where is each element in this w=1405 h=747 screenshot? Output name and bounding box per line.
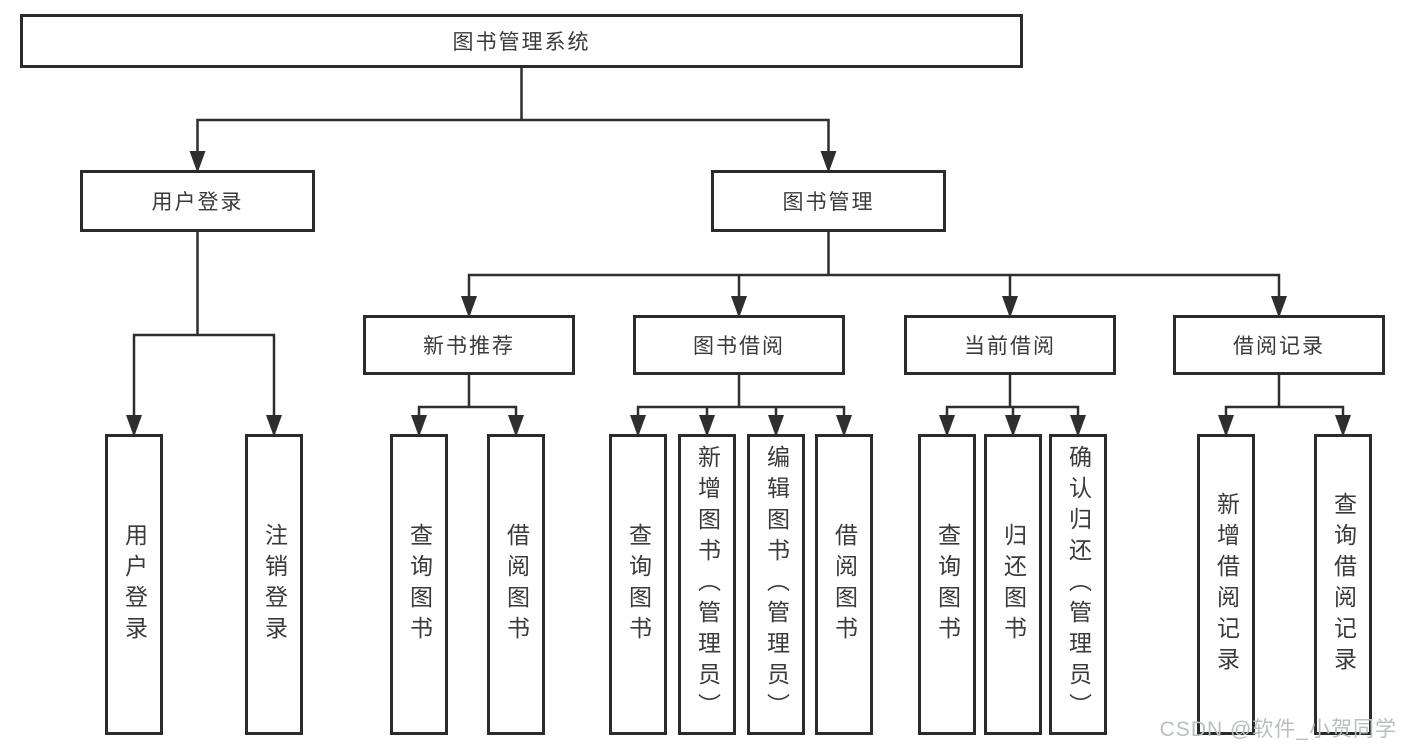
- node-leaf-rec-borrow: 借阅图书: [487, 434, 545, 735]
- node-label-book-mgmt: 图书管理: [782, 191, 875, 214]
- node-leaf-logout: 注销登录: [245, 434, 303, 735]
- node-leaf-user-login: 用户登录: [105, 434, 163, 735]
- node-label-leaf-cb-query: 查询图书: [934, 522, 961, 647]
- node-label-current-borrow: 当前借阅: [964, 335, 1056, 358]
- node-label-leaf-user-login: 用户登录: [121, 522, 148, 647]
- node-label-leaf-rec-query: 查询图书: [406, 522, 433, 647]
- node-root: 图书管理系统: [20, 14, 1023, 68]
- node-leaf-cb-query: 查询图书: [918, 434, 976, 735]
- node-label-leaf-br-add: 新增借阅记录: [1213, 491, 1240, 678]
- node-current-borrow: 当前借阅: [904, 315, 1116, 375]
- node-book-borrow: 图书借阅: [633, 315, 845, 375]
- node-leaf-rec-query: 查询图书: [390, 434, 448, 735]
- node-leaf-br-add: 新增借阅记录: [1197, 434, 1255, 735]
- node-user-login: 用户登录: [80, 170, 315, 232]
- watermark-text: CSDN @软件_小贺同学: [1159, 718, 1397, 741]
- node-label-leaf-bb-edit: 编辑图书（管理员）: [763, 445, 790, 724]
- node-label-leaf-cb-confirm: 确认归还（管理员）: [1065, 445, 1092, 724]
- node-label-new-book-rec: 新书推荐: [423, 335, 515, 358]
- node-label-leaf-logout: 注销登录: [261, 522, 288, 647]
- node-label-root: 图书管理系统: [452, 31, 591, 54]
- node-book-mgmt: 图书管理: [711, 170, 946, 232]
- node-new-book-rec: 新书推荐: [363, 315, 575, 375]
- node-label-leaf-bb-query: 查询图书: [625, 522, 652, 647]
- node-leaf-bb-query: 查询图书: [609, 434, 667, 735]
- node-leaf-bb-borrow: 借阅图书: [815, 434, 873, 735]
- node-label-book-borrow: 图书借阅: [693, 335, 785, 358]
- node-label-leaf-bb-borrow: 借阅图书: [831, 522, 858, 647]
- node-label-leaf-bb-add: 新增图书（管理员）: [694, 445, 721, 724]
- node-borrow-records: 借阅记录: [1173, 315, 1385, 375]
- node-leaf-br-query: 查询借阅记录: [1314, 434, 1372, 735]
- node-label-borrow-records: 借阅记录: [1233, 335, 1325, 358]
- node-label-leaf-cb-return: 归还图书: [1000, 522, 1027, 647]
- node-label-leaf-rec-borrow: 借阅图书: [503, 522, 530, 647]
- node-label-user-login: 用户登录: [151, 191, 244, 214]
- node-leaf-bb-edit: 编辑图书（管理员）: [747, 434, 805, 735]
- node-leaf-bb-add: 新增图书（管理员）: [678, 434, 736, 735]
- node-label-leaf-br-query: 查询借阅记录: [1330, 491, 1357, 678]
- node-leaf-cb-confirm: 确认归还（管理员）: [1049, 434, 1107, 735]
- node-leaf-cb-return: 归还图书: [984, 434, 1042, 735]
